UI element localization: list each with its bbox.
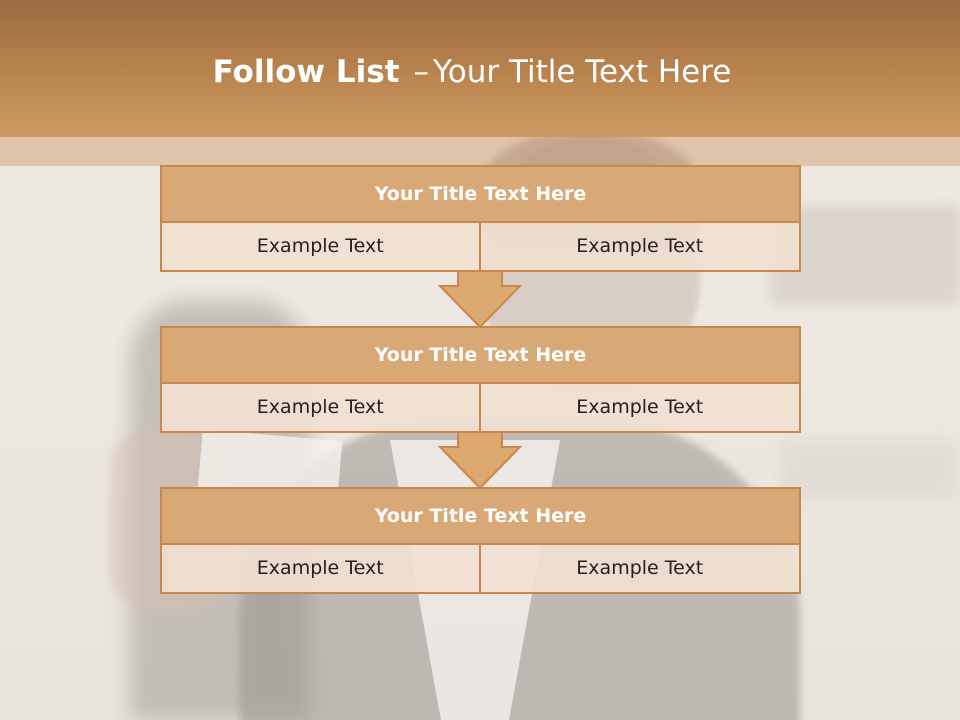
block-title[interactable]: Your Title Text Here	[160, 487, 801, 545]
background-shelf	[770, 205, 960, 305]
header-band	[0, 0, 960, 137]
header-strip	[0, 137, 960, 166]
block-cell-right[interactable]: Example Text	[478, 545, 801, 594]
slide-title-separator: –	[413, 54, 429, 90]
block-row: Example Text Example Text	[160, 384, 801, 433]
block-cell-left[interactable]: Example Text	[160, 545, 481, 594]
list-block-3[interactable]: Your Title Text Here Example Text Exampl…	[160, 487, 801, 594]
slide-title-bold: Follow List	[212, 54, 400, 90]
block-row: Example Text Example Text	[160, 223, 801, 272]
block-cell-left[interactable]: Example Text	[160, 223, 481, 272]
block-title[interactable]: Your Title Text Here	[160, 165, 801, 223]
block-cell-right[interactable]: Example Text	[478, 223, 801, 272]
slide-title[interactable]: Follow List–Your Title Text Here	[0, 54, 944, 90]
list-block-1[interactable]: Your Title Text Here Example Text Exampl…	[160, 165, 801, 272]
list-block-2[interactable]: Your Title Text Here Example Text Exampl…	[160, 326, 801, 433]
block-title[interactable]: Your Title Text Here	[160, 326, 801, 384]
block-cell-left[interactable]: Example Text	[160, 384, 481, 433]
down-arrow-icon	[438, 270, 522, 328]
background-desk	[780, 440, 960, 500]
slide-title-rest: Your Title Text Here	[432, 54, 732, 90]
block-row: Example Text Example Text	[160, 545, 801, 594]
down-arrow-icon	[438, 431, 522, 489]
block-cell-right[interactable]: Example Text	[478, 384, 801, 433]
